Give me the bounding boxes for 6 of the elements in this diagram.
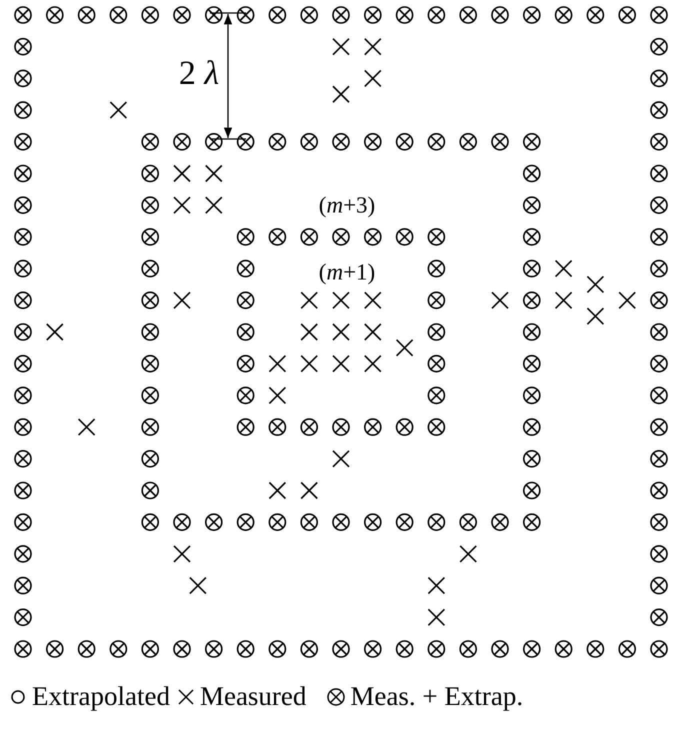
- legend-label: Meas. + Extrap.: [350, 683, 524, 710]
- dimension-label: 2 λ: [178, 57, 220, 91]
- legend-label: Extrapolated: [32, 683, 170, 710]
- legend-label: Measured: [200, 683, 306, 710]
- ring-label: (m+3): [318, 194, 376, 216]
- ring-label: (m+1): [318, 260, 376, 284]
